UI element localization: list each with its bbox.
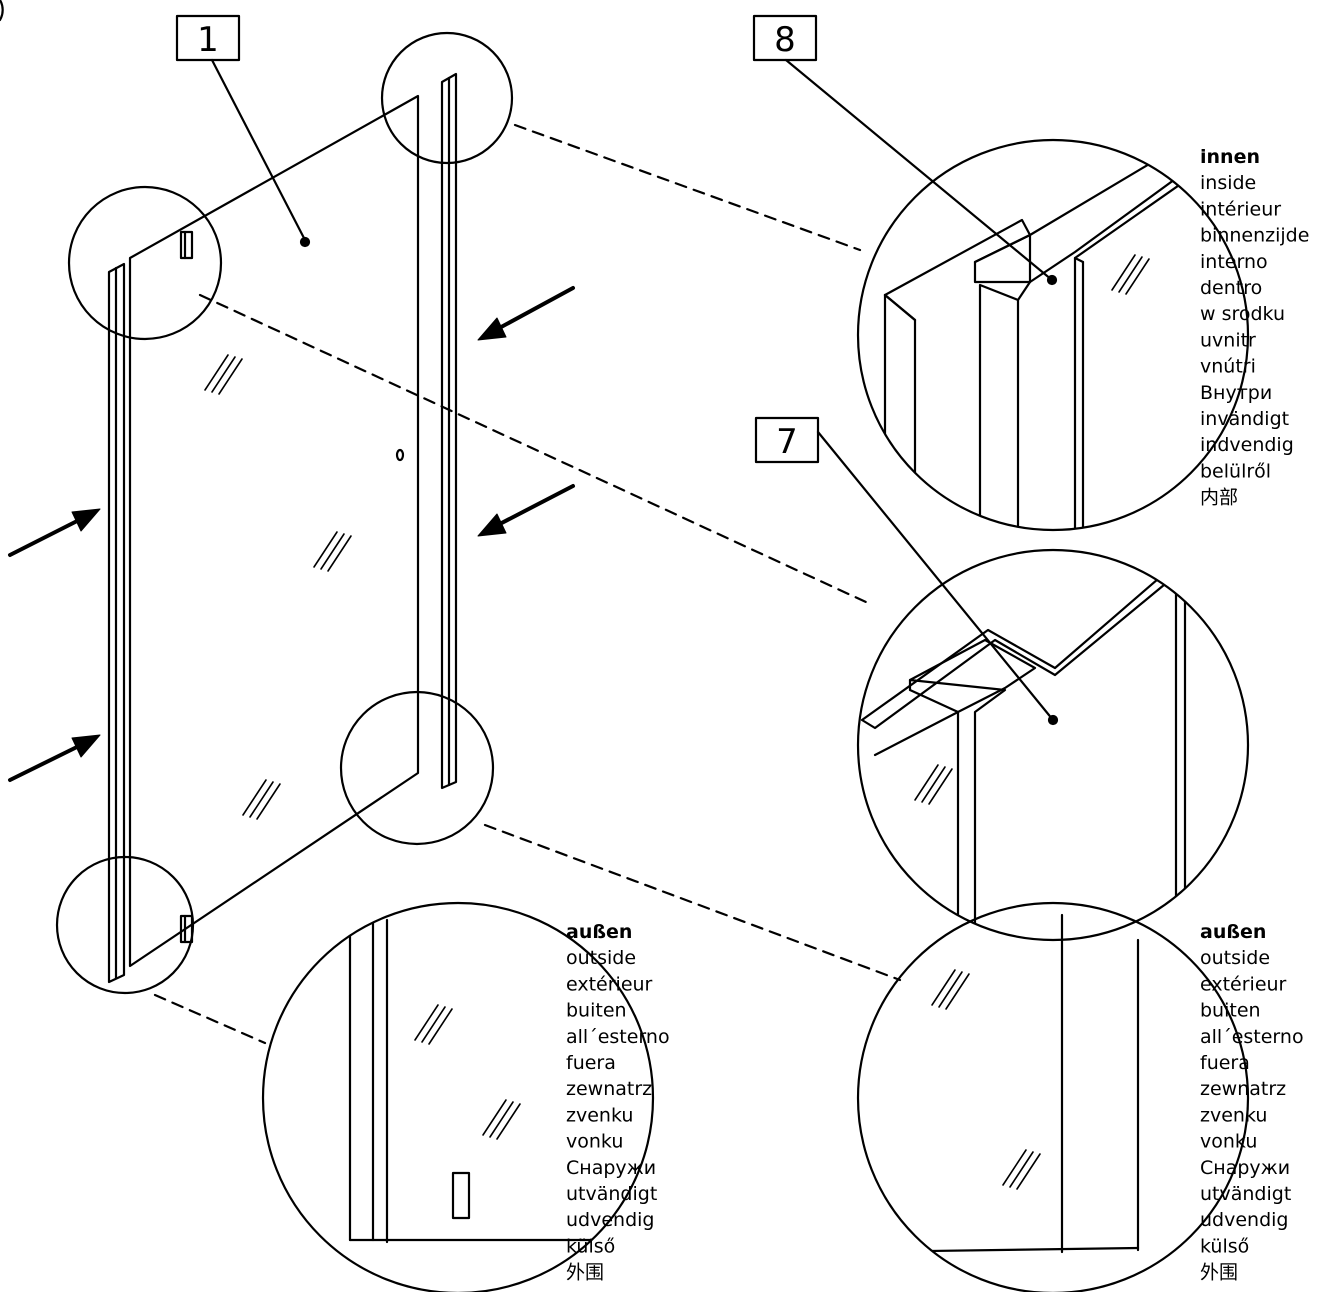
detail-leader-lines (153, 123, 902, 1045)
legend-word: binnenzijde (1200, 225, 1309, 247)
legend-word: Снаружи (566, 1157, 656, 1179)
legend-word: belülről (1200, 460, 1271, 482)
legend-word: Внутри (1200, 382, 1272, 404)
legend-word: zewnatrz (566, 1078, 652, 1100)
legend-word: 外围 (1200, 1262, 1238, 1284)
legend-word: zvenku (566, 1104, 633, 1126)
legend-word: all´esterno (566, 1026, 670, 1048)
legend-word: vonku (1200, 1131, 1257, 1153)
legend-word: zvenku (1200, 1104, 1267, 1126)
legend-word: külső (1200, 1235, 1249, 1257)
legend-word: inside (1200, 172, 1256, 194)
legend-outside-left-title: außen (566, 921, 632, 943)
legend-word: fuera (566, 1052, 616, 1074)
legend-word: Снаружи (1200, 1157, 1290, 1179)
legend-word: fuera (1200, 1052, 1250, 1074)
callout-1: 1 (175, 14, 307, 242)
arrow-icons (8, 286, 575, 782)
right-seal-profile (440, 72, 458, 790)
legend-word: outside (566, 947, 636, 969)
legend-outside-right-title: außen (1200, 921, 1266, 943)
legend-word: invändigt (1200, 408, 1289, 430)
callout-8-label: 8 (774, 20, 796, 60)
legend-word: extérieur (566, 973, 653, 995)
legend-word: buiten (1200, 1000, 1261, 1022)
legend-word: uvnitr (1200, 329, 1256, 351)
legend-word: udvendig (566, 1209, 654, 1231)
callout-7: 7 (754, 416, 1055, 722)
legend-word: udvendig (1200, 1209, 1288, 1231)
legend-word: külső (566, 1235, 615, 1257)
legend-word: all´esterno (1200, 1026, 1304, 1048)
legend-word: w srodku (1200, 303, 1285, 325)
glass-hatch-icon (204, 354, 352, 820)
legend-word: utvändigt (1200, 1183, 1291, 1205)
legend-word: 外围 (566, 1262, 604, 1284)
step-number-circle (0, 0, 4, 22)
legend-word: outside (1200, 947, 1270, 969)
callout-8: 8 (752, 14, 1054, 282)
legend-word: utvändigt (566, 1183, 657, 1205)
detail-top-right (856, 138, 1250, 532)
legend-word: 内部 (1200, 487, 1238, 509)
legend-word: indvendig (1200, 434, 1294, 456)
legend-word: extérieur (1200, 973, 1287, 995)
glass-panel (128, 94, 420, 968)
callout-1-label: 1 (197, 20, 219, 60)
legend-word: dentro (1200, 277, 1262, 299)
legend-outside-left: außen outside extérieur buiten all´esterno f… (566, 921, 670, 1284)
callout-7-label: 7 (776, 422, 798, 462)
legend-word: vonku (566, 1131, 623, 1153)
detail-bottom-right (856, 901, 1250, 1292)
legend-outside-right: außen outside extérieur buiten all´esterno f… (1200, 921, 1304, 1284)
legend-word: interno (1200, 251, 1268, 273)
legend-word: zewnatrz (1200, 1078, 1286, 1100)
legend-word: vnútri (1200, 356, 1256, 378)
legend-word: intérieur (1200, 198, 1281, 220)
left-seal-profile (107, 262, 126, 984)
legend-word: buiten (566, 1000, 627, 1022)
detail-middle-right (856, 548, 1250, 942)
legend-inside: innen inside intérieur binnenzijde interno d… (1200, 146, 1309, 509)
zoom-circles (55, 31, 514, 995)
legend-inside-title: innen (1200, 146, 1260, 168)
